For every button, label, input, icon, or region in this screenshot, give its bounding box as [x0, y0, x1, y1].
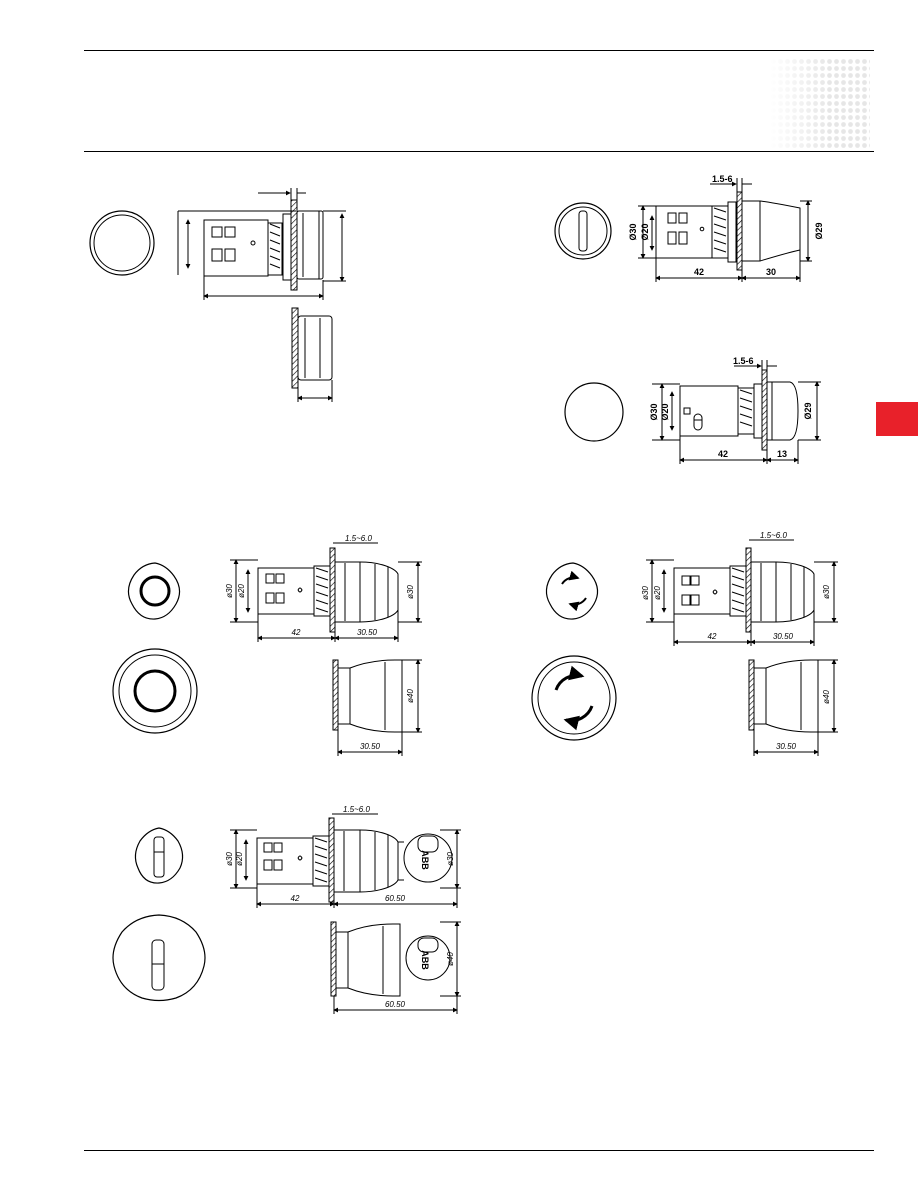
mushroom-gap-label: 1.5-6 [733, 356, 754, 366]
selector-gap-label: 1.5-6 [712, 174, 733, 184]
estop-push-big-dia: ø40 [406, 689, 415, 703]
estop-turn-diagram [531, 539, 838, 756]
estop-push-outer-dia: ø30 [225, 584, 234, 598]
estop-turn-big-dia: ø40 [822, 690, 831, 704]
key-logo-top: ABB [420, 850, 430, 870]
selector-outer-dia: Ø30 [628, 223, 638, 240]
mushroom-inner-dia: Ø20 [660, 403, 670, 420]
selector-body-length: 42 [694, 267, 704, 277]
estop-turn-cap-dia: ø30 [822, 585, 831, 599]
mushroom-cap-dia: Ø29 [803, 402, 813, 419]
selector-cap-length: 30 [766, 267, 776, 277]
mushroom-button-diagram [564, 360, 821, 464]
mushroom-cap-length: 13 [777, 449, 787, 459]
estop-key-outer-dia: ø30 [225, 852, 234, 866]
estop-push-diagram [112, 542, 422, 756]
section-tab [876, 402, 918, 436]
mushroom-outer-dia: Ø30 [649, 403, 659, 420]
estop-key-cap-length: 60.50 [385, 894, 406, 903]
estop-push-cap-length: 30.50 [357, 628, 378, 637]
estop-key-big-length: 60.50 [385, 1000, 406, 1009]
estop-turn-outer-dia: ø30 [641, 586, 650, 600]
estop-turn-cap-length: 30.50 [773, 632, 794, 641]
header-bottom-rule [84, 151, 874, 152]
decorative-dot-pattern [770, 58, 870, 148]
estop-turn-inner-dia: ø20 [653, 586, 662, 600]
estop-key-cap-dia: ø30 [446, 852, 455, 866]
estop-key-diagram [112, 813, 461, 1014]
mushroom-body-length: 42 [718, 449, 728, 459]
estop-key-inner-dia: ø20 [235, 852, 244, 866]
key-logo-side: ABB [420, 950, 430, 970]
selector-inner-dia: Ø20 [640, 223, 650, 240]
estop-push-gap-label: 1.5~6.0 [345, 534, 372, 543]
estop-push-big-length: 30.50 [360, 742, 381, 751]
flush-pushbutton-diagram [89, 188, 346, 402]
estop-push-cap-dia: ø30 [406, 585, 415, 599]
selector-cap-dia: Ø29 [814, 222, 824, 239]
estop-turn-gap-label: 1.5~6.0 [760, 531, 787, 540]
estop-key-big-dia: ø40 [446, 952, 455, 966]
estop-key-body-length: 42 [291, 894, 300, 903]
footer-rule [84, 1150, 874, 1151]
estop-key-gap-label: 1.5~6.0 [343, 805, 370, 814]
selector-switch-diagram [554, 178, 812, 282]
header-top-rule [84, 50, 874, 51]
estop-turn-big-length: 30.50 [776, 742, 797, 751]
estop-push-body-length: 42 [292, 628, 301, 637]
estop-push-inner-dia: ø20 [237, 584, 246, 598]
estop-turn-body-length: 42 [708, 632, 717, 641]
